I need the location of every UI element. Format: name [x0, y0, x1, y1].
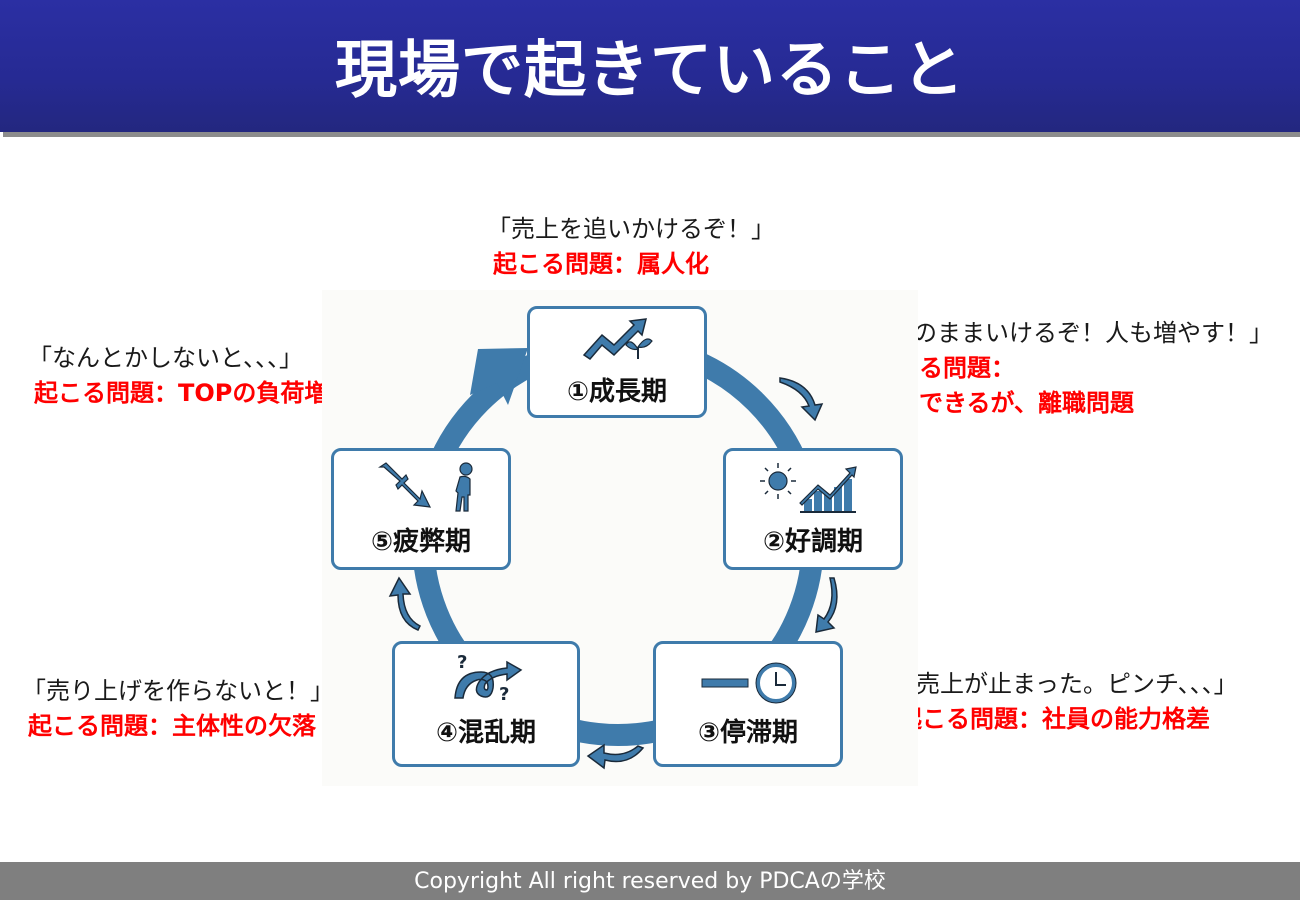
copyright-text: Copyright All right reserved by PDCAの学校 [414, 869, 886, 894]
stage-label: ①成長期 [566, 377, 667, 407]
stage-confusion: ? ? ④混乱期 [392, 641, 580, 767]
note-problem: 起こる問題：主体性の欠落 [28, 712, 316, 740]
svg-text:?: ? [457, 652, 467, 673]
note-problem: 起こる問題：属人化 [493, 250, 709, 278]
note-quote: 「売り上げを作らないと！」 [22, 677, 334, 705]
curved-arrow-1-to-2 [779, 377, 824, 422]
stage-exhaustion: ⑤疲弊期 [331, 448, 511, 570]
svg-text:?: ? [499, 684, 509, 705]
note-growth: 「売上を追いかけるぞ！」 起こる問題：属人化 [487, 212, 775, 282]
looping-arrow-question-icon: ? ? [454, 652, 523, 705]
note-problem: 起こる問題：社員の能力格差 [898, 705, 1210, 733]
stage-stagnation: ③停滞期 [653, 641, 843, 767]
title-banner [0, 0, 1300, 132]
stage-prosperity: ②好調期 [723, 448, 903, 570]
ring-arrowhead [470, 348, 528, 405]
note-quote: 「売上が止まった。ピンチ、、、」 [892, 670, 1238, 698]
curved-arrow-4-to-5 [388, 576, 422, 631]
stage-label: ⑤疲弊期 [370, 527, 471, 557]
page-title: 現場で起きていること [334, 33, 965, 106]
note-quote: 「このままいけるぞ！人も増やす！」 [865, 319, 1273, 347]
footer-bar: Copyright All right reserved by PDCAの学校 [0, 862, 1300, 900]
note-exhaustion: 「なんとかしないと、、、」 起こる問題：TOPの負荷増大 [28, 341, 352, 411]
growth-chart-sprout-icon [582, 318, 653, 360]
note-problem: 起こる問題：TOPの負荷増大 [34, 379, 353, 407]
curved-arrow-3-to-4 [586, 743, 645, 770]
falling-arrow-tired-person-icon [378, 462, 473, 512]
note-quote: 「売上を追いかけるぞ！」 [487, 215, 775, 243]
note-quote: 「なんとかしないと、、、」 [28, 344, 304, 372]
title-banner-shadow [3, 132, 1300, 137]
stage-label: ③停滞期 [697, 718, 798, 748]
stage-label: ④混乱期 [435, 718, 536, 748]
note-prosperity: 「このままいけるぞ！人も増やす！」 起こる問題： 採用できるが、離職問題 [865, 316, 1273, 421]
flat-line-clock-icon [701, 662, 797, 704]
note-stagnation: 「売上が止まった。ピンチ、、、」 起こる問題：社員の能力格差 [892, 667, 1238, 737]
sun-rising-bar-chart-icon [760, 463, 857, 513]
note-confusion: 「売り上げを作らないと！」 起こる問題：主体性の欠落 [22, 674, 334, 744]
curved-arrow-2-to-3 [815, 577, 838, 633]
stage-growth: ①成長期 [527, 306, 707, 418]
stage-label: ②好調期 [762, 527, 863, 557]
